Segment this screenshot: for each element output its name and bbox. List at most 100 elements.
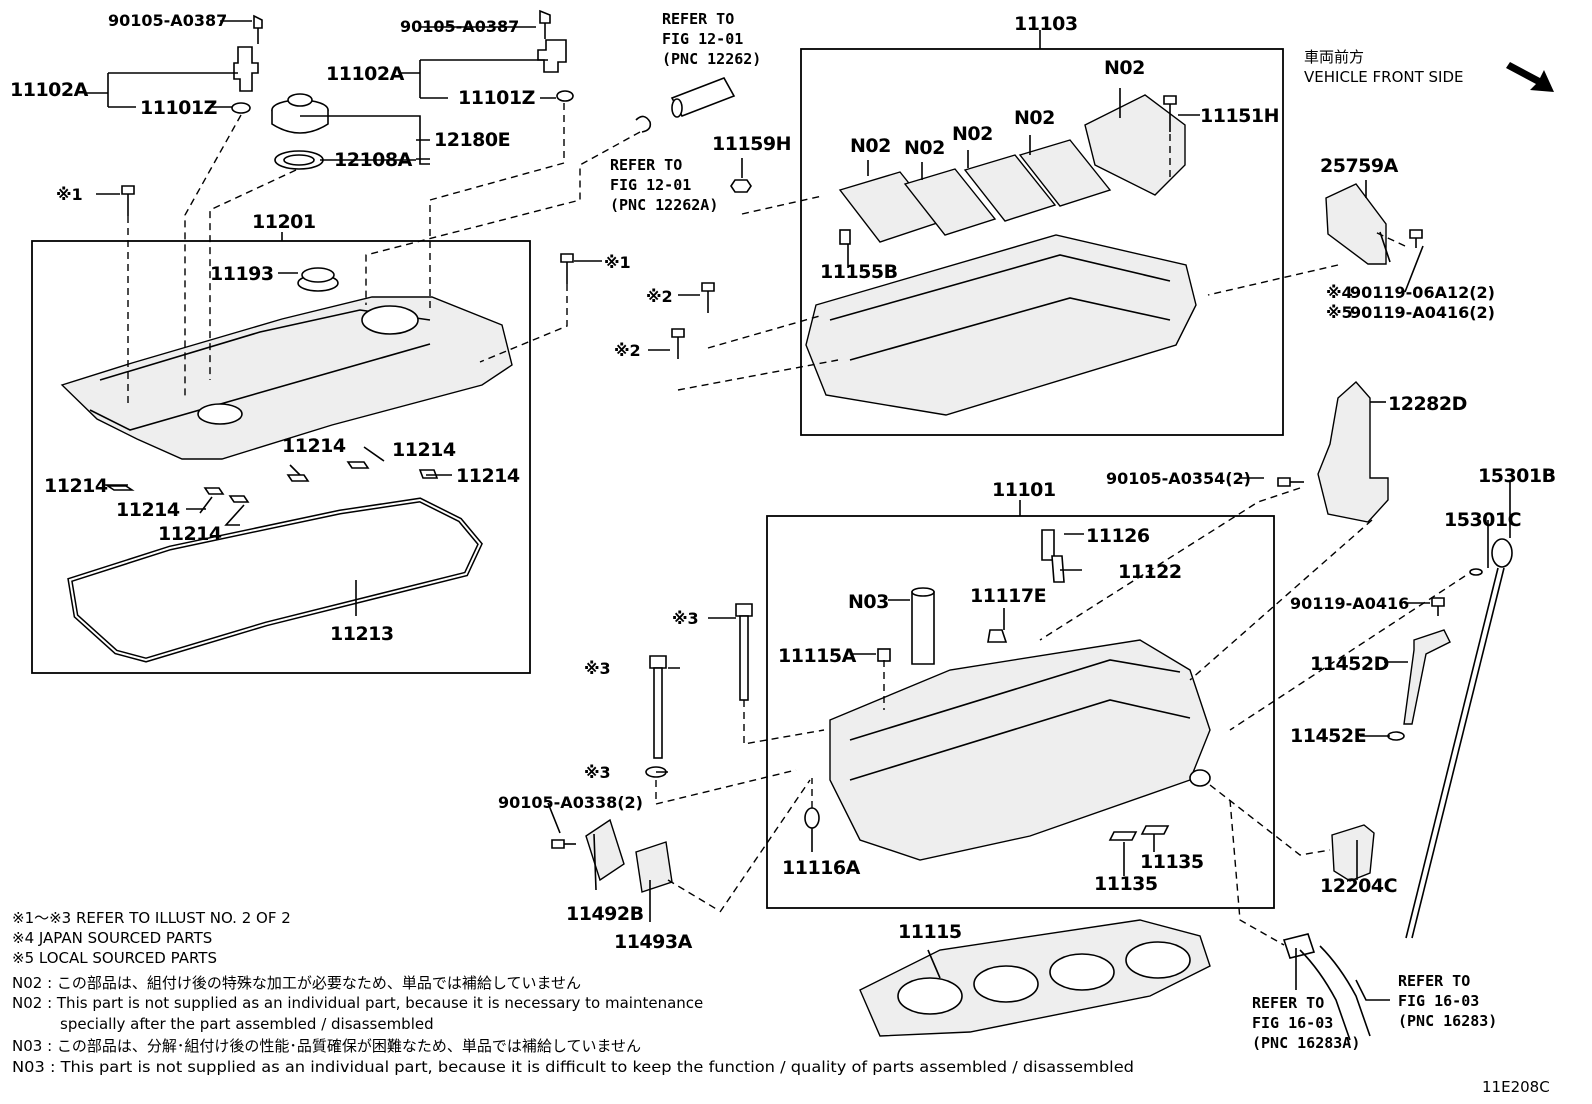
label-11151H: 11151H bbox=[1200, 105, 1279, 127]
bolt-11151H bbox=[1163, 95, 1177, 132]
mark1-left: ※1 bbox=[56, 185, 83, 204]
label-11103: 11103 bbox=[1014, 13, 1078, 35]
hoses-16283 bbox=[1282, 933, 1371, 1041]
label-11493A: 11493A bbox=[614, 931, 693, 953]
part-labels: 90105-A0387 90105-A0387 11102A 11102A 11… bbox=[10, 11, 1556, 953]
label-11135-b: 11135 bbox=[1140, 851, 1204, 873]
label-11101: 11101 bbox=[992, 479, 1056, 501]
label-11213: 11213 bbox=[330, 623, 394, 645]
note-line-5: N02 : This part is not supplied as an in… bbox=[12, 994, 703, 1012]
cover-plates bbox=[551, 818, 673, 893]
diagram-id: 11E208C bbox=[1482, 1078, 1550, 1096]
dowel-pins bbox=[804, 529, 1170, 841]
label-11102A-right: 11102A bbox=[326, 63, 405, 85]
ref3-line2: FIG 16-03 bbox=[1252, 1014, 1333, 1032]
label-11452D: 11452D bbox=[1310, 653, 1389, 675]
label-11452E: 11452E bbox=[1290, 725, 1366, 747]
label-12204C: 12204C bbox=[1320, 875, 1397, 897]
cylinder-head-cover-group-box bbox=[31, 240, 531, 674]
mark3-b: ※3 bbox=[584, 659, 611, 678]
label-25759A: 25759A bbox=[1320, 155, 1399, 177]
label-12180E: 12180E bbox=[434, 129, 510, 151]
label-N02-c: N02 bbox=[952, 123, 993, 145]
label-12108A: 12108A bbox=[334, 149, 413, 171]
label-11155B: 11155B bbox=[820, 261, 898, 283]
ref2-line2: FIG 12-01 bbox=[610, 176, 691, 194]
label-11214-f: 11214 bbox=[456, 465, 520, 487]
label-11102A-left: 11102A bbox=[10, 79, 89, 101]
note-line-8: N03 : This part is not supplied as an in… bbox=[12, 1058, 1134, 1076]
ref2-line3: (PNC 12262A) bbox=[610, 196, 718, 214]
cylinder-head-cover bbox=[60, 274, 513, 460]
label-11214-b: 11214 bbox=[116, 499, 180, 521]
head-gasket bbox=[859, 919, 1211, 1037]
bolts-mark2 bbox=[671, 282, 715, 359]
oil-filler-cap-gasket-11193 bbox=[301, 267, 335, 283]
label-11116A: 11116A bbox=[782, 857, 861, 879]
clips bbox=[105, 461, 439, 503]
bolt-mark1-left bbox=[121, 185, 135, 216]
bracket-25759A bbox=[1325, 183, 1423, 265]
label-11492B: 11492B bbox=[566, 903, 644, 925]
label-15301C: 15301C bbox=[1444, 509, 1521, 531]
mark3-c: ※3 bbox=[584, 763, 611, 782]
label-11193: 11193 bbox=[210, 263, 274, 285]
leader-lines bbox=[86, 20, 1511, 1001]
label-N03: N03 bbox=[848, 591, 889, 613]
vehicle-front-jp: 車両前方 bbox=[1304, 48, 1364, 66]
label-11122: 11122 bbox=[1118, 561, 1182, 583]
dashed-lines bbox=[127, 103, 1466, 946]
label-90105-A0387-right: 90105-A0387 bbox=[400, 17, 519, 36]
label-11214-a: 11214 bbox=[44, 475, 108, 497]
label-12282D: 12282D bbox=[1388, 393, 1467, 415]
ref3-line1: REFER TO bbox=[1252, 994, 1324, 1012]
guide-11452D bbox=[1387, 597, 1451, 741]
ref4-line3: (PNC 16283) bbox=[1398, 1012, 1497, 1030]
ref4-line2: FIG 16-03 bbox=[1398, 992, 1479, 1010]
cam-position-sensor-right bbox=[537, 9, 574, 102]
ref1-line1: REFER TO bbox=[662, 10, 734, 28]
bracket-12282D bbox=[1277, 381, 1389, 523]
note-line-3: ※5 LOCAL SOURCED PARTS bbox=[12, 949, 217, 967]
label-90119-A0416-2: 90119-A0416(2) bbox=[1350, 303, 1495, 322]
label-90105-A0338: 90105-A0338(2) bbox=[498, 793, 643, 812]
camshaft-housing bbox=[805, 94, 1197, 416]
oil-level-gauge bbox=[1405, 538, 1513, 939]
label-11159H: 11159H bbox=[712, 133, 791, 155]
label-11214-d: 11214 bbox=[282, 435, 346, 457]
bolt-mark1-right bbox=[560, 253, 574, 284]
footnotes: ※1～※3 REFER TO ILLUST NO. 2 OF 2 ※4 JAPA… bbox=[12, 909, 1134, 1076]
label-11115: 11115 bbox=[898, 921, 962, 943]
label-11115A: 11115A bbox=[778, 645, 857, 667]
pipe-12262 bbox=[670, 77, 736, 118]
label-11135-a: 11135 bbox=[1094, 873, 1158, 895]
oil-filler-cap bbox=[271, 93, 329, 170]
sensor-12204C bbox=[1331, 824, 1375, 882]
ref4-line1: REFER TO bbox=[1398, 972, 1470, 990]
label-11201: 11201 bbox=[252, 211, 316, 233]
mark-labels: ※1 ※1 ※2 ※2 ※3 ※3 ※3 ※4 ※5 bbox=[56, 185, 1353, 782]
label-11101Z-right: 11101Z bbox=[458, 87, 535, 109]
reference-labels: REFER TO FIG 12-01 (PNC 12262) REFER TO … bbox=[610, 10, 1497, 1052]
mark3-a: ※3 bbox=[672, 609, 699, 628]
ref2-line1: REFER TO bbox=[610, 156, 682, 174]
label-N02-a: N02 bbox=[850, 135, 891, 157]
camshaft-housing-group-box bbox=[800, 48, 1284, 436]
mark2-upper: ※2 bbox=[646, 287, 673, 306]
label-11214-c: 11214 bbox=[158, 523, 222, 545]
label-11117E: 11117E bbox=[970, 585, 1046, 607]
label-N02-d: N02 bbox=[1014, 107, 1055, 129]
label-11214-e: 11214 bbox=[392, 439, 456, 461]
label-15301B: 15301B bbox=[1478, 465, 1556, 487]
vehicle-front-arrow-icon bbox=[1506, 62, 1554, 92]
note-line-4: N02 : この部品は、組付け後の特殊な加工が必要なため、単品では補給していませ… bbox=[12, 974, 581, 992]
nut-11159H bbox=[730, 179, 752, 193]
mark5: ※5 bbox=[1326, 303, 1353, 322]
mark4: ※4 bbox=[1326, 283, 1353, 302]
note-line-6: specially after the part assembled / dis… bbox=[60, 1015, 434, 1033]
cylinder-head bbox=[829, 639, 1211, 861]
note-line-1: ※1～※3 REFER TO ILLUST NO. 2 OF 2 bbox=[12, 909, 291, 927]
label-11126: 11126 bbox=[1086, 525, 1150, 547]
